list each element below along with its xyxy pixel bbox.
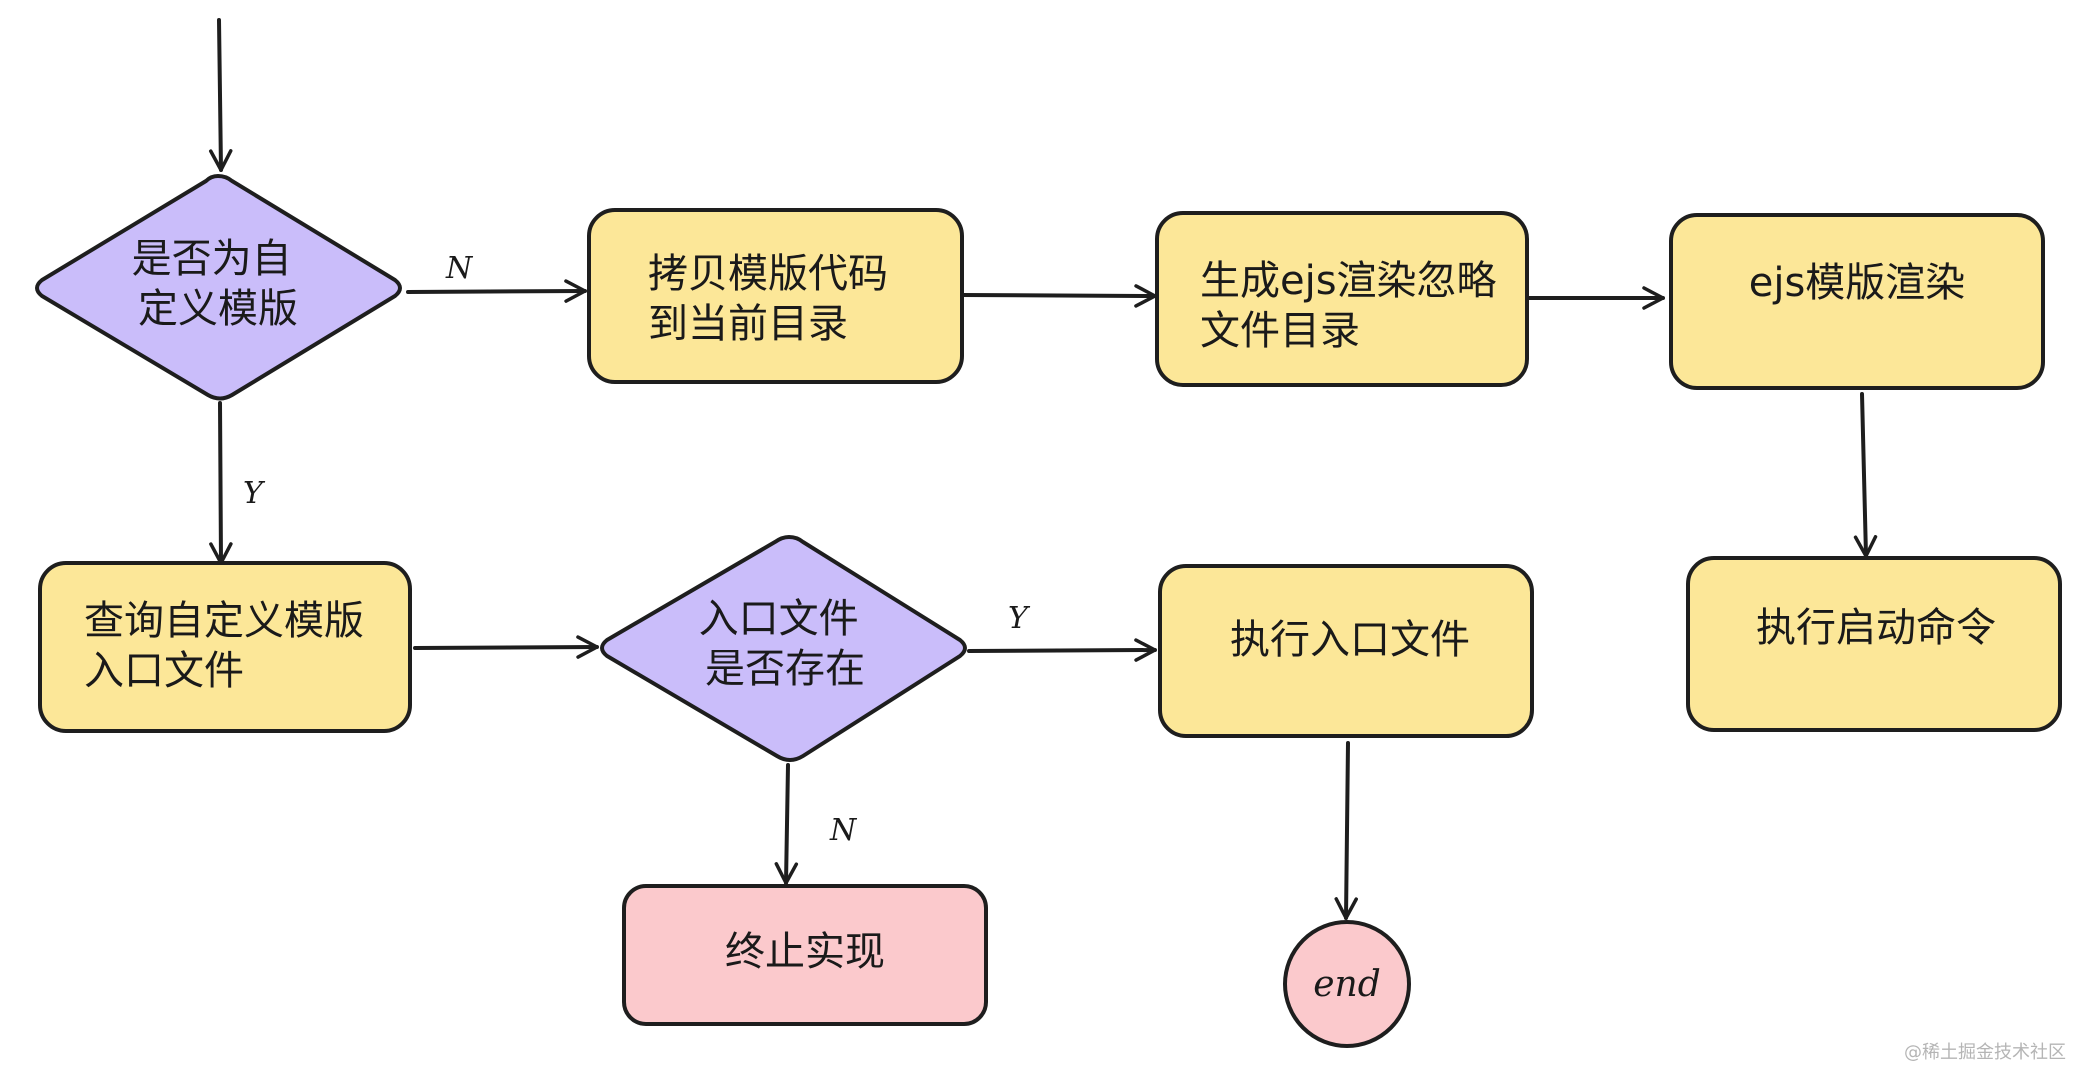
node-run-start: 执行启动命令	[1686, 556, 2062, 732]
edge-copy-template-to-gen-ignore	[960, 284, 1157, 308]
node-end: end	[1283, 920, 1411, 1048]
edge-entry-exists-to-run-entry	[967, 638, 1157, 662]
node-run-entry: 执行入口文件	[1158, 564, 1534, 738]
node-run-entry-line-1: 执行入口文件	[1230, 617, 1470, 663]
edge-run-entry-to-end	[1334, 741, 1358, 920]
node-query-entry-line-1: 查询自定义模版	[84, 598, 364, 644]
svg-text:是否为自 定义模版: 是否为自 定义模版	[132, 236, 305, 332]
process-box	[1669, 213, 2045, 390]
edge-labels: N Y Y N	[243, 251, 1031, 848]
svg-text:拷贝模版代码 到当前目录: 拷贝模版代码 到当前目录	[648, 251, 901, 347]
process-box	[1158, 564, 1534, 738]
node-entry-exists-line-1: 入口文件	[699, 596, 859, 642]
node-is-custom: 是否为自 定义模版	[35, 173, 402, 401]
node-query-entry-line-2: 入口文件	[84, 648, 244, 694]
edge-entry-exists-to-abort	[774, 763, 799, 885]
terminal-box	[622, 884, 988, 1026]
node-gen-ignore: 生成ejs渲染忽略 文件目录	[1155, 211, 1529, 387]
edge-ejs-render-to-run-start	[1853, 392, 1878, 558]
node-is-custom-line-2: 定义模版	[138, 286, 298, 332]
process-box	[587, 208, 964, 384]
edge-label-entry-exists-yes: Y	[1008, 601, 1031, 636]
decision-diamond	[600, 534, 967, 762]
edge-label-entry-exists-no: N	[829, 813, 858, 848]
node-end-label: end	[1313, 964, 1381, 1005]
edge-label-is-custom-no: N	[445, 251, 474, 286]
node-gen-ignore-line-1: 生成ejs渲染忽略	[1200, 258, 1497, 304]
edges	[208, 18, 1878, 920]
node-gen-ignore-line-2: 文件目录	[1200, 308, 1360, 354]
edge-start-to-is-custom	[208, 18, 233, 172]
watermark-text: @稀土掘金技术社区	[1904, 1042, 2066, 1063]
svg-text:查询自定义模版 入口文件: 查询自定义模版 入口文件	[84, 598, 377, 694]
node-entry-exists-line-2: 是否存在	[705, 646, 865, 692]
node-run-start-line-1: 执行启动命令	[1756, 605, 1996, 651]
svg-text:生成ejs渲染忽略 文件目录: 生成ejs渲染忽略 文件目录	[1200, 258, 1509, 354]
node-is-custom-line-1: 是否为自	[132, 236, 292, 282]
node-abort: 终止实现	[622, 884, 988, 1026]
end-circle	[1283, 920, 1411, 1048]
edge-label-is-custom-yes: Y	[243, 476, 266, 511]
node-ejs-render-line-1: ejs模版渲染	[1749, 260, 1966, 306]
edge-query-entry-to-entry-exists	[413, 635, 599, 659]
edge-is-custom-to-query-entry	[209, 401, 233, 565]
node-query-entry: 查询自定义模版 入口文件	[38, 561, 412, 733]
node-ejs-render: ejs模版渲染	[1669, 213, 2045, 390]
svg-text:入口文件 是否存在: 入口文件 是否存在	[699, 596, 872, 692]
decision-diamond	[35, 173, 402, 401]
node-abort-line-1: 终止实现	[725, 929, 885, 975]
process-box	[38, 561, 412, 733]
edge-is-custom-to-copy-template	[406, 279, 587, 303]
process-box	[1686, 556, 2062, 732]
node-entry-exists: 入口文件 是否存在	[600, 534, 967, 762]
node-copy-template-line-1: 拷贝模版代码	[648, 251, 888, 297]
process-box	[1155, 211, 1529, 387]
node-copy-template-line-2: 到当前目录	[648, 301, 848, 347]
node-copy-template: 拷贝模版代码 到当前目录	[587, 208, 964, 384]
